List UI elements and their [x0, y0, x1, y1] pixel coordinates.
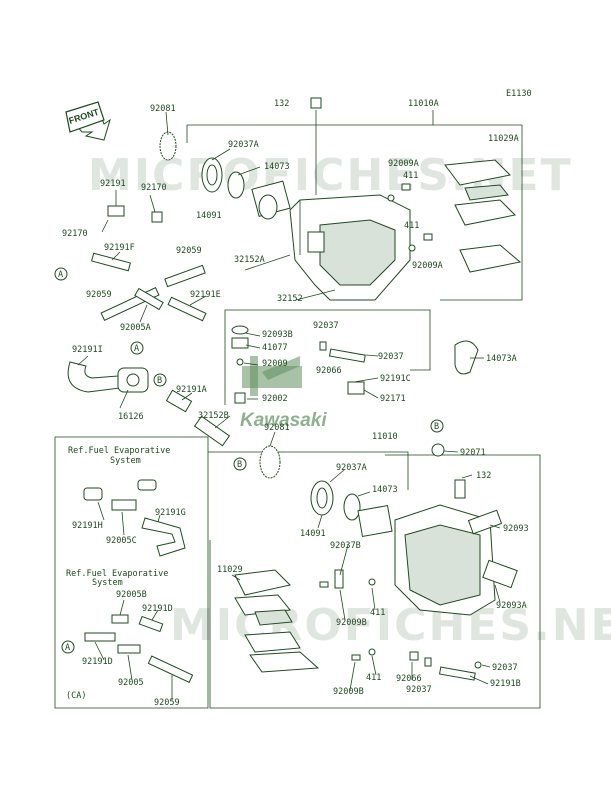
part-label: 92059: [176, 246, 202, 256]
part-label: 411: [366, 673, 381, 683]
part-label: 92191B: [490, 679, 521, 689]
part-label: 92009A: [388, 159, 419, 169]
part-label: 92009: [262, 359, 288, 369]
callout-b1: B: [157, 376, 162, 386]
part-label: 92093A: [496, 601, 527, 611]
ref-fuel-evap-2-line1: Ref.Fuel Evaporative: [66, 569, 168, 579]
part-label: 14073: [264, 162, 290, 172]
callout-markers: A A A B B B: [54, 267, 444, 654]
brand-text: Kawasaki: [240, 410, 327, 431]
part-label: 92002: [262, 394, 288, 404]
part-label: 92037: [313, 321, 339, 331]
part-label: 132: [274, 99, 289, 109]
part-label: 132: [476, 471, 491, 481]
callout-a1: A: [58, 270, 63, 280]
upper-duct-parts: [159, 131, 291, 220]
part-label: 14091: [300, 529, 326, 539]
lower-duct-parts: [259, 445, 393, 537]
callout-b3: B: [434, 422, 439, 432]
part-label: 11010: [372, 432, 398, 442]
part-label: 92009B: [333, 687, 364, 697]
part-label: 92037A: [228, 140, 259, 150]
part-label: 92005B: [116, 590, 147, 600]
part-label: 411: [370, 608, 385, 618]
upper-air-cleaner-housing: [289, 194, 411, 301]
upper-small-parts: [90, 205, 479, 404]
part-label: 92170: [62, 229, 88, 239]
part-label: 92037: [406, 685, 432, 695]
part-label: 92005C: [106, 536, 137, 546]
diagram-code: E1130: [506, 89, 532, 99]
part-label: 411: [404, 221, 419, 231]
part-label: 92066: [316, 366, 342, 376]
part-label: 92191G: [155, 508, 186, 518]
part-label: 11029A: [488, 134, 519, 144]
part-label: 92005: [118, 678, 144, 688]
part-label: 92059: [154, 698, 180, 708]
ca-label: (CA): [66, 691, 86, 701]
part-label: 92191: [100, 179, 126, 189]
callout-a3: A: [65, 643, 70, 653]
callout-b2: B: [237, 460, 242, 470]
part-label: 92191H: [72, 521, 103, 531]
part-label: 92093: [503, 524, 529, 534]
part-label: 92191A: [176, 385, 207, 395]
lower-filter-element: [234, 569, 320, 673]
part-label: 92037A: [336, 463, 367, 473]
part-label: 92037: [492, 663, 518, 673]
part-label: 32152B: [198, 411, 229, 421]
part-label: 92191D: [142, 604, 173, 614]
callout-a2: A: [134, 344, 139, 354]
part-label: 32152: [277, 294, 303, 304]
part-label: 14073A: [486, 354, 517, 364]
part-label: 92191F: [104, 243, 135, 253]
front-arrow-icon: FRONT: [65, 101, 111, 141]
part-label: 92037: [378, 352, 404, 362]
part-label: 92191C: [380, 374, 411, 384]
part-label: 92170: [141, 183, 167, 193]
part-label: 92191D: [82, 657, 113, 667]
upper-bolts: [310, 97, 433, 252]
part-label: 14073: [372, 485, 398, 495]
part-label: 92037B: [330, 541, 361, 551]
part-label: 92093B: [262, 330, 293, 340]
watermark-bottom: MICROFICHES.NET: [170, 600, 611, 651]
upper-hoses: [67, 361, 231, 447]
part-label: 92059: [86, 290, 112, 300]
part-label: 11010A: [408, 99, 439, 109]
ref-fuel-evap-1-line2: System: [110, 456, 141, 466]
leader-lines: [77, 111, 501, 700]
ref-fuel-evap-2-line2: System: [92, 578, 123, 588]
part-label: 92191E: [190, 290, 221, 300]
part-label: 14091: [196, 211, 222, 221]
part-label: 92005A: [120, 323, 151, 333]
part-label: 92009B: [336, 618, 367, 628]
part-label: 92191I: [72, 345, 103, 355]
part-label: 32152A: [234, 255, 265, 265]
lower-small-parts: [83, 479, 518, 684]
ref-fuel-evap-1-line1: Ref.Fuel Evaporative: [68, 446, 170, 456]
part-label: 92081: [150, 104, 176, 114]
part-label: 16126: [118, 412, 144, 422]
part-number-labels: 132 11010A 92081 92037A 14073 92009A 110…: [62, 99, 529, 708]
part-label: 92066: [396, 674, 422, 684]
part-label: 92009A: [412, 261, 443, 271]
upper-filter-element: [444, 159, 522, 273]
part-label: 11029: [217, 565, 243, 575]
part-label: 92171: [380, 394, 406, 404]
part-label: 41077: [262, 343, 288, 353]
part-label: 92081: [264, 423, 290, 433]
part-label: 92071: [460, 448, 486, 458]
part-label: 411: [403, 171, 418, 181]
lower-air-cleaner-housing: [394, 443, 496, 616]
kawasaki-logo: Kawasaki: [240, 356, 327, 431]
